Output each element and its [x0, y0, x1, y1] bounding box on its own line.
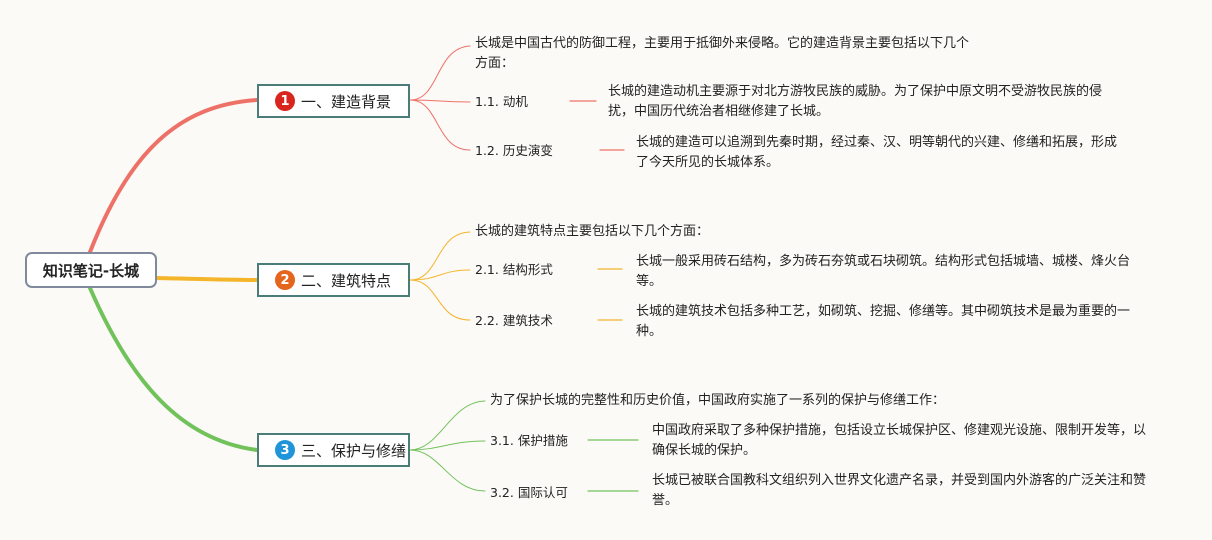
root-title: 知识笔记-长城: [42, 261, 140, 280]
child-connector: [409, 99, 471, 151]
number-badge-icon: 2: [275, 270, 295, 290]
child-connector: [409, 99, 471, 103]
sub-topic-label[interactable]: 3.1. 保护措施: [490, 433, 568, 448]
child-connector: [409, 440, 486, 451]
sub-topic-label[interactable]: 1.2. 历史演变: [475, 143, 553, 158]
child-connector: [409, 269, 471, 281]
sub-topic-label[interactable]: 3.2. 国际认可: [490, 485, 568, 500]
sub-topic-description: 长城的建造可以追溯到先秦时期，经过秦、汉、明等朝代的兴建、修缮和拓展，形成了今天…: [636, 135, 1118, 170]
child-connector: [409, 231, 471, 281]
trunk-line: [88, 98, 259, 254]
sub-topic-description: 长城一般采用砖石结构，多为砖石夯筑或石块砌筑。结构形式包括城墙、城楼、烽火台等。: [636, 254, 1131, 289]
trunk-line: [88, 286, 259, 452]
child-connector: [409, 400, 486, 451]
branch-node-construction-background[interactable]: 1 一、建造背景: [257, 84, 410, 118]
sub-topic-label[interactable]: 1.1. 动机: [475, 94, 528, 109]
branch-intro-text: 长城的建筑特点主要包括以下几个方面：: [475, 224, 710, 239]
child-connector: [409, 45, 471, 101]
sub-topic-label[interactable]: 2.2. 建筑技术: [475, 313, 553, 328]
number-badge-icon: 3: [275, 440, 295, 460]
branch-title: 一、建造背景: [301, 92, 392, 111]
number-badge-icon: 1: [275, 91, 295, 111]
branch-intro-text: 长城是中国古代的防御工程，主要用于抵御外来侵略。它的建造背景主要包括以下几个方面…: [475, 36, 970, 71]
sub-topic-label[interactable]: 2.1. 结构形式: [475, 262, 553, 277]
sub-topic-description: 长城的建造动机主要源于对北方游牧民族的威胁。为了保护中原文明不受游牧民族的侵扰，…: [608, 84, 1103, 119]
sub-topic-description: 长城的建筑技术包括多种工艺，如砌筑、挖掘、修缮等。其中砌筑技术是最为重要的一种。: [636, 304, 1131, 339]
branch-title: 三、保护与修缮: [301, 441, 407, 460]
sub-topic-description: 中国政府采取了多种保护措施，包括设立长城保护区、修建观光设施、限制开发等，以确保…: [652, 423, 1147, 458]
branch-node-architectural-features[interactable]: 2 二、建筑特点: [257, 263, 410, 297]
sub-topic-description: 长城已被联合国教科文组织列入世界文化遗产名录，并受到国内外游客的广泛关注和赞誉。: [652, 473, 1147, 508]
child-connector: [409, 449, 486, 492]
trunk-line: [155, 276, 259, 282]
child-connector: [409, 279, 471, 321]
branch-node-protection-restoration[interactable]: 3 三、保护与修缮: [257, 433, 410, 467]
branch-intro-text: 为了保护长城的完整性和历史价值，中国政府实施了一系列的保护与修缮工作：: [490, 393, 946, 408]
branch-title: 二、建筑特点: [301, 271, 392, 290]
root-node[interactable]: 知识笔记-长城: [25, 252, 157, 288]
